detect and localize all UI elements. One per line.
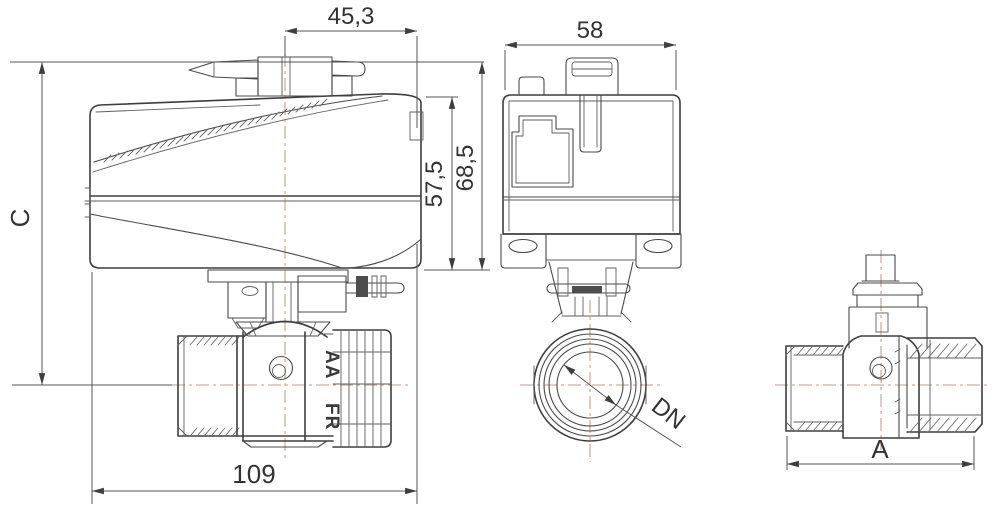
valve-neck-dome [242,320,328,338]
indicator-slot [579,94,602,153]
thread-hatch-left-port [189,336,240,437]
dimension-valve-length: A [786,434,975,470]
bracket-slot-hole [241,286,259,296]
dimension-58-label: 58 [577,17,604,44]
foot-hole-left [508,238,538,254]
dimension-actuator-heights: 57,5 68,5 [421,62,490,271]
foot-hole-right [643,238,673,254]
mounting-feet-front [500,233,682,323]
valve-port-front [533,328,647,442]
actuator-handle-side [188,56,366,97]
dimension-actuator-width: 58 [504,17,677,90]
view-valve-body: A [775,250,987,470]
actuator-body-outline [89,93,422,269]
valve-bracket-side [207,269,405,337]
dimension-45-3-label: 45,3 [328,3,375,30]
valve-marking-fr: FR [321,403,342,430]
port-bore-circle [556,351,624,419]
actuator-housing-side [84,93,424,269]
centerlines-valve [775,250,987,450]
override-button [565,57,619,96]
dimension-actuator-offset: 45,3 [284,3,418,504]
locking-pin [356,276,368,297]
thread-hatch-left [796,345,844,432]
locking-pin-front [572,286,602,293]
dimension-c-label: C [5,209,35,228]
body-pin-hole [869,356,893,380]
view-front-assembly: DN 58 [500,17,690,462]
dimension-109-label: 109 [232,459,275,489]
housing-parting-hatch [103,98,328,163]
dimension-overall-height: C [5,61,484,385]
view-side-assembly: AA FR C 45,3 57,5 68,5 109 [5,3,490,504]
valve-port-left [785,345,844,432]
anti-rotation-rod-front [546,283,631,294]
thread-hatch-right [909,343,977,433]
valve-marking-aa: AA [321,350,342,379]
valve-body-center [842,335,920,439]
valve-body-outline [842,335,920,439]
dimension-overall-length: 109 [91,272,417,504]
stem-pin-hole [268,355,294,381]
dimension-a-label: A [871,434,889,464]
dimension-nominal-diameter: DN [563,364,690,448]
dimension-68-5-label: 68,5 [452,145,479,192]
actuator-front-outline [502,94,681,235]
actuator-housing-front [502,57,681,235]
valve-stem [848,254,928,349]
dimension-57-5-label: 57,5 [421,161,448,208]
cable-connector [511,115,574,188]
valve-end-cap [332,329,392,448]
valve-port-right [894,336,983,438]
ball-valve-side: AA FR [177,320,392,448]
anti-rotation-rod [345,282,405,294]
stem-slot [875,312,889,333]
